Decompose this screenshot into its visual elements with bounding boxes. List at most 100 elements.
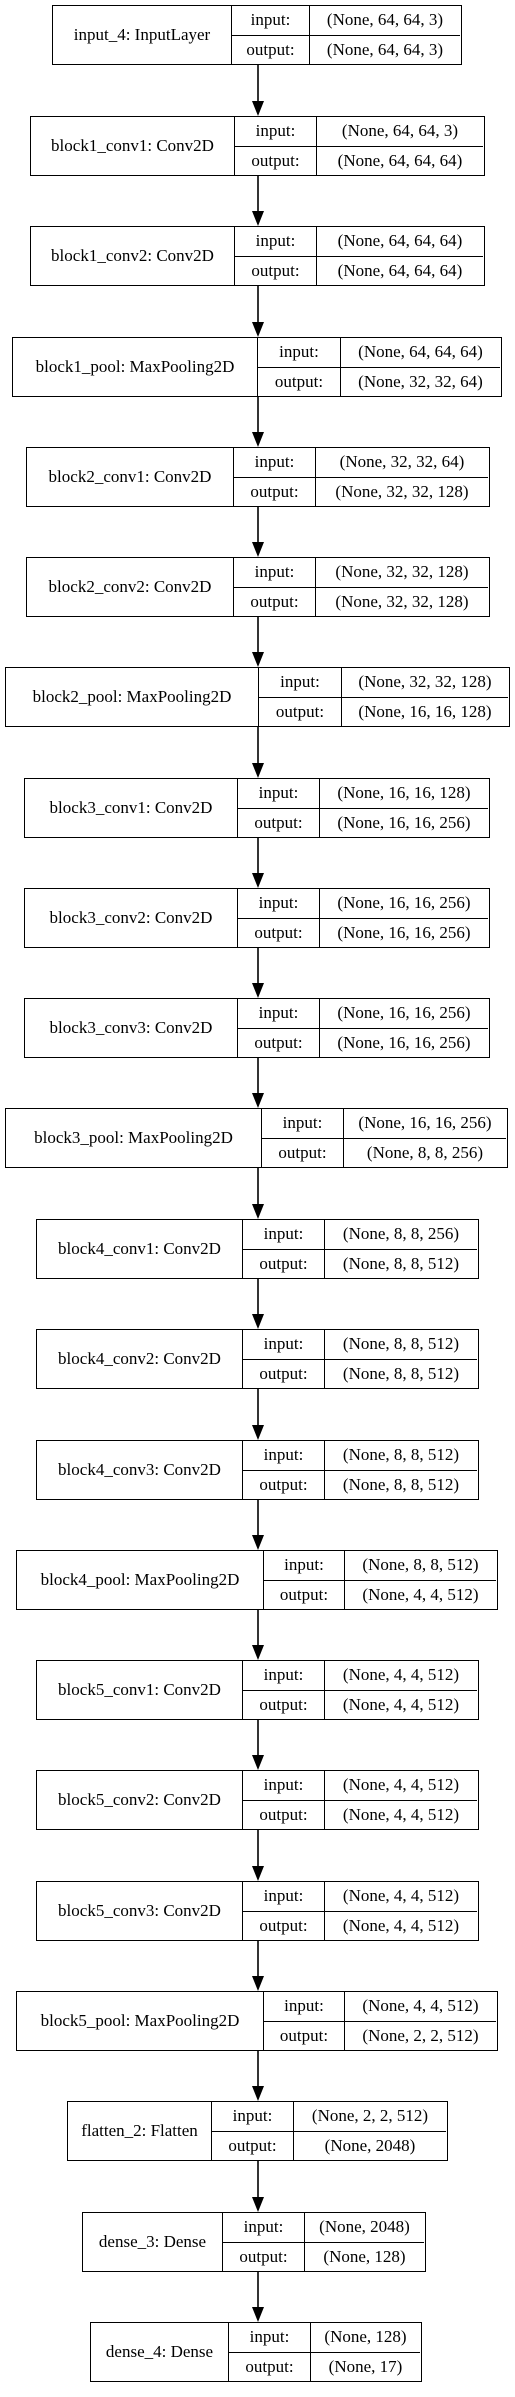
input-row: input: (None, 16, 16, 256): [262, 1109, 506, 1138]
layer-name: block1_conv2: Conv2D: [31, 227, 235, 285]
input-shape: (None, 64, 64, 3): [326, 10, 444, 30]
layer-shapes: input:(None, 8, 8, 512)output:(None, 8, …: [243, 1441, 477, 1499]
edge-arrow: [252, 1720, 264, 1770]
arrowhead: [252, 101, 264, 116]
output-label: output:: [258, 367, 341, 396]
arrowhead: [252, 2086, 264, 2101]
layer-name: dense_3: Dense: [83, 2213, 223, 2271]
output-shape: (None, 4, 4, 512): [342, 1694, 460, 1714]
input-shape: (None, 16, 16, 256): [358, 1113, 492, 1133]
arrowhead: [252, 1204, 264, 1219]
input-label: input:: [235, 227, 317, 256]
output-row: output:(None, 4, 4, 512): [243, 1910, 477, 1940]
input-label: input:: [234, 558, 316, 587]
input-label: input:: [258, 338, 341, 367]
arrowhead: [252, 1755, 264, 1770]
output-row: output:(None, 4, 4, 512): [264, 1579, 496, 1609]
output-label: output:: [243, 1690, 325, 1719]
layer-name: block4_pool: MaxPooling2D: [17, 1551, 264, 1609]
layer-shapes: input:(None, 16, 16, 256)output:(None, 1…: [238, 999, 488, 1057]
input-shape: (None, 8, 8, 512): [342, 1445, 460, 1465]
edge-arrow: [252, 2051, 264, 2101]
layer-shapes: input:(None, 4, 4, 512)output:(None, 4, …: [243, 1771, 477, 1829]
output-label: output:: [234, 587, 316, 616]
output-label: output:: [238, 918, 320, 947]
input-shape: (None, 4, 4, 512): [362, 1996, 479, 2016]
edge-arrow: [252, 1830, 264, 1881]
layer-name: block2_conv1: Conv2D: [27, 448, 234, 506]
output-row: output:(None, 16, 16, 128): [259, 696, 508, 726]
input-label: input:: [243, 1220, 325, 1249]
input-row: input:(None, 128): [229, 2323, 420, 2352]
output-shape: (None, 64, 64, 64): [337, 260, 463, 280]
output-row: output:(None, 8, 8, 512): [243, 1358, 477, 1388]
input-label: input:: [264, 1551, 345, 1580]
arrowhead: [252, 763, 264, 778]
arrowhead: [252, 1535, 264, 1550]
arrowhead: [252, 542, 264, 557]
layer-shapes: input:(None, 2, 2, 512)output:(None, 204…: [212, 2102, 446, 2160]
arrowhead: [252, 2197, 264, 2212]
output-label: output:: [259, 697, 342, 726]
input-label: input:: [212, 2102, 294, 2131]
input-row: input:(None, 4, 4, 512): [243, 1882, 477, 1911]
layer-shapes: input:(None, 16, 16, 256)output:(None, 1…: [238, 889, 488, 947]
output-row: output:(None, 64, 64, 64): [235, 255, 483, 285]
input-shape: (None, 64, 64, 64): [337, 231, 463, 251]
input-shape: (None, 8, 8, 512): [362, 1555, 479, 1575]
layer-shapes: input:(None, 4, 4, 512)output:(None, 4, …: [243, 1882, 477, 1940]
output-shape: (None, 8, 8, 512): [342, 1363, 460, 1383]
input-label: input:: [243, 1661, 325, 1690]
edge-arrow: [252, 397, 264, 447]
input-row: input: (None, 2048): [223, 2213, 424, 2242]
input-label: input:: [234, 448, 316, 477]
input-label: input:: [243, 1441, 325, 1470]
layer-name: block4_conv3: Conv2D: [37, 1441, 243, 1499]
edge-arrow: [252, 838, 264, 888]
output-row: output:(None, 128): [223, 2241, 424, 2271]
output-row: output: (None, 8, 8, 512): [243, 1248, 477, 1278]
output-label: output:: [243, 1249, 325, 1278]
arrowhead: [252, 1314, 264, 1329]
layer-shapes: input:(None, 64, 64, 64)output:(None, 32…: [258, 338, 500, 396]
input-label: input:: [262, 1109, 344, 1138]
output-shape: (None, 8, 8, 512): [342, 1253, 460, 1273]
input-label: input:: [238, 999, 320, 1028]
arrowhead: [252, 652, 264, 667]
input-row: input: (None, 64, 64, 64): [235, 227, 483, 256]
edge-arrow: [252, 65, 264, 116]
layer-shapes: input: (None, 2048) output:(None, 128): [223, 2213, 424, 2271]
input-shape: (None, 2048): [319, 2217, 410, 2237]
arrowhead: [252, 2307, 264, 2322]
input-label: input:: [238, 889, 320, 918]
output-shape: (None, 8, 8, 512): [342, 1474, 460, 1494]
layer-name: block5_conv1: Conv2D: [37, 1661, 243, 1719]
input-label: input:: [223, 2213, 305, 2242]
output-shape: (None, 2, 2, 512): [362, 2025, 479, 2045]
input-row: input:(None, 4, 4, 512): [264, 1992, 496, 2021]
input-row: input: (None, 8, 8, 512): [264, 1551, 496, 1580]
layer-name: block2_conv2: Conv2D: [27, 558, 234, 616]
layer-name: block4_conv1: Conv2D: [37, 1220, 243, 1278]
layer-shapes: input:(None, 64, 64, 3)output:(None, 64,…: [235, 117, 483, 175]
input-row: input:(None, 16, 16, 256): [238, 889, 488, 918]
output-shape: (None, 8, 8, 256): [366, 1142, 484, 1162]
output-label: output:: [235, 146, 317, 175]
arrowhead: [252, 1866, 264, 1881]
output-shape: (None, 2048): [324, 2135, 416, 2155]
input-label: input:: [238, 779, 320, 808]
layer-shapes: input:(None, 64, 64, 3)output:(None, 64,…: [232, 6, 460, 64]
output-row: output:(None, 17): [229, 2351, 420, 2381]
input-row: input:(None, 64, 64, 64): [258, 338, 500, 367]
output-shape: (None, 64, 64, 3): [326, 39, 444, 59]
arrowhead: [252, 432, 264, 447]
layer-name: block4_conv2: Conv2D: [37, 1330, 243, 1388]
